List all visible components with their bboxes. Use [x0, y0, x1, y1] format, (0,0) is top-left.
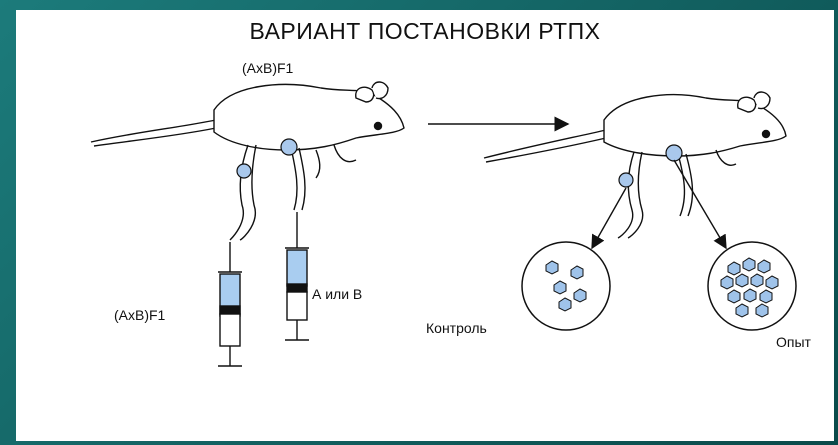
syringe-left-label: (AxB)F1: [114, 307, 165, 323]
slide-panel: ВАРИАНТ ПОСТАНОВКИ РТПХ: [16, 10, 834, 441]
diagram-canvas: [16, 10, 834, 441]
lymph-node-icon: [619, 173, 633, 187]
lymph-node-icon: [281, 139, 297, 155]
arrow-icon: [592, 188, 626, 248]
syringe-icon-left: [218, 272, 242, 366]
arrow-icon: [674, 160, 726, 248]
control-label: Контроль: [426, 320, 487, 336]
syringe-right-label: А или В: [312, 286, 362, 302]
mouse-icon-right: [484, 92, 786, 238]
syringe-icon-right: [285, 248, 309, 340]
mouse-icon-left: [91, 82, 404, 240]
experiment-label: Опыт: [776, 334, 811, 350]
lymph-node-icon: [237, 164, 251, 178]
donor-mouse-label: (AxB)F1: [242, 60, 293, 76]
lymph-node-icon: [666, 145, 682, 161]
